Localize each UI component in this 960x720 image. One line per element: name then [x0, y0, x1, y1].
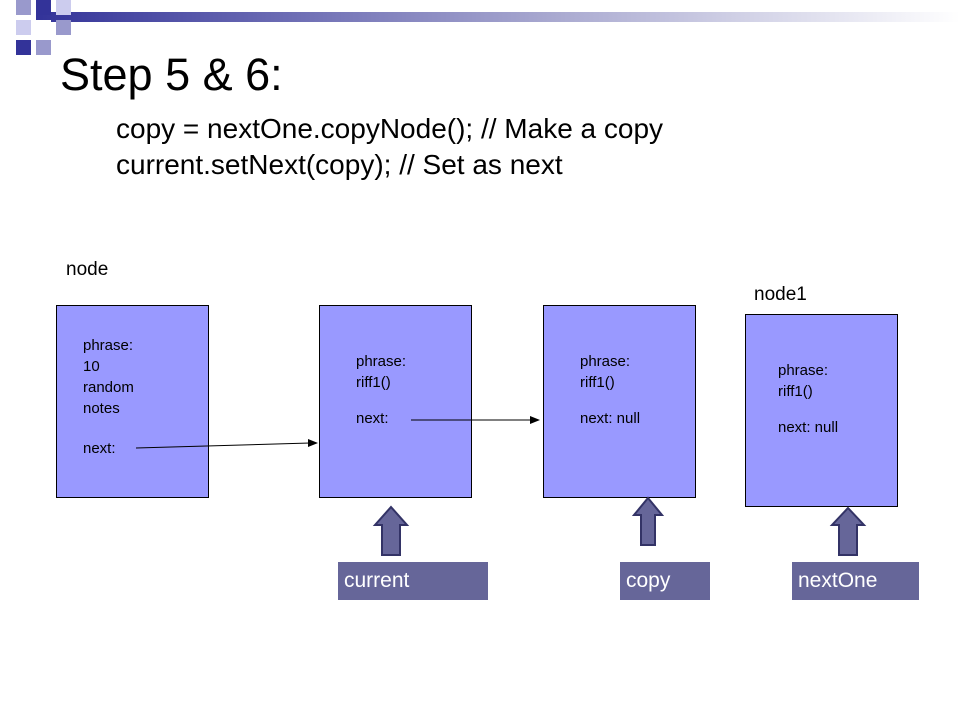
node-phrase-value: riff1() [778, 383, 813, 400]
node-phrase-value: riff1() [356, 374, 391, 391]
node-phrase-value: 10 random notes [83, 358, 134, 417]
nextone-up-arrow-icon [829, 506, 867, 556]
node-next-label: next: null [580, 410, 641, 427]
song-node-box: phrase: 10 random notes next: [56, 305, 209, 498]
decor-square [16, 40, 31, 55]
node-phrase-label: phrase: [778, 362, 829, 379]
node-next-label: next: [83, 440, 116, 457]
decor-square [16, 0, 31, 15]
slide-title: Step 5 & 6: [60, 49, 283, 100]
node-phrase-label: phrase: [83, 337, 134, 354]
decor-square [56, 20, 71, 35]
copy-node-box: phrase: riff1() next: null [543, 305, 696, 498]
decor-square [36, 40, 51, 55]
node-label: node [66, 259, 109, 280]
node-phrase-value: riff1() [580, 374, 615, 391]
decor-square [36, 20, 51, 35]
decor-square [36, 0, 51, 15]
node-next-label: next: null [778, 419, 839, 436]
node-next-label: next: [356, 410, 389, 427]
code-line-copy-node: copy = nextOne.copyNode(); // Make a cop… [116, 113, 664, 144]
copy-pointer-label: copy [620, 562, 710, 600]
decor-square [16, 20, 31, 35]
current-up-arrow-icon [372, 505, 410, 556]
copy-up-arrow-icon [631, 496, 665, 546]
node-phrase-label: phrase: [356, 353, 407, 370]
title-accent-bar [36, 12, 960, 22]
current-node-box: phrase: riff1() next: [319, 305, 472, 498]
code-line-set-next: current.setNext(copy); // Set as next [116, 149, 563, 180]
current-pointer-label: current [338, 562, 488, 600]
decor-square [56, 0, 71, 15]
node-phrase-label: phrase: [580, 353, 631, 370]
node1-label: node1 [754, 284, 807, 305]
nextone-pointer-label: nextOne [792, 562, 919, 600]
node1-box: phrase: riff1() next: null [745, 314, 898, 507]
